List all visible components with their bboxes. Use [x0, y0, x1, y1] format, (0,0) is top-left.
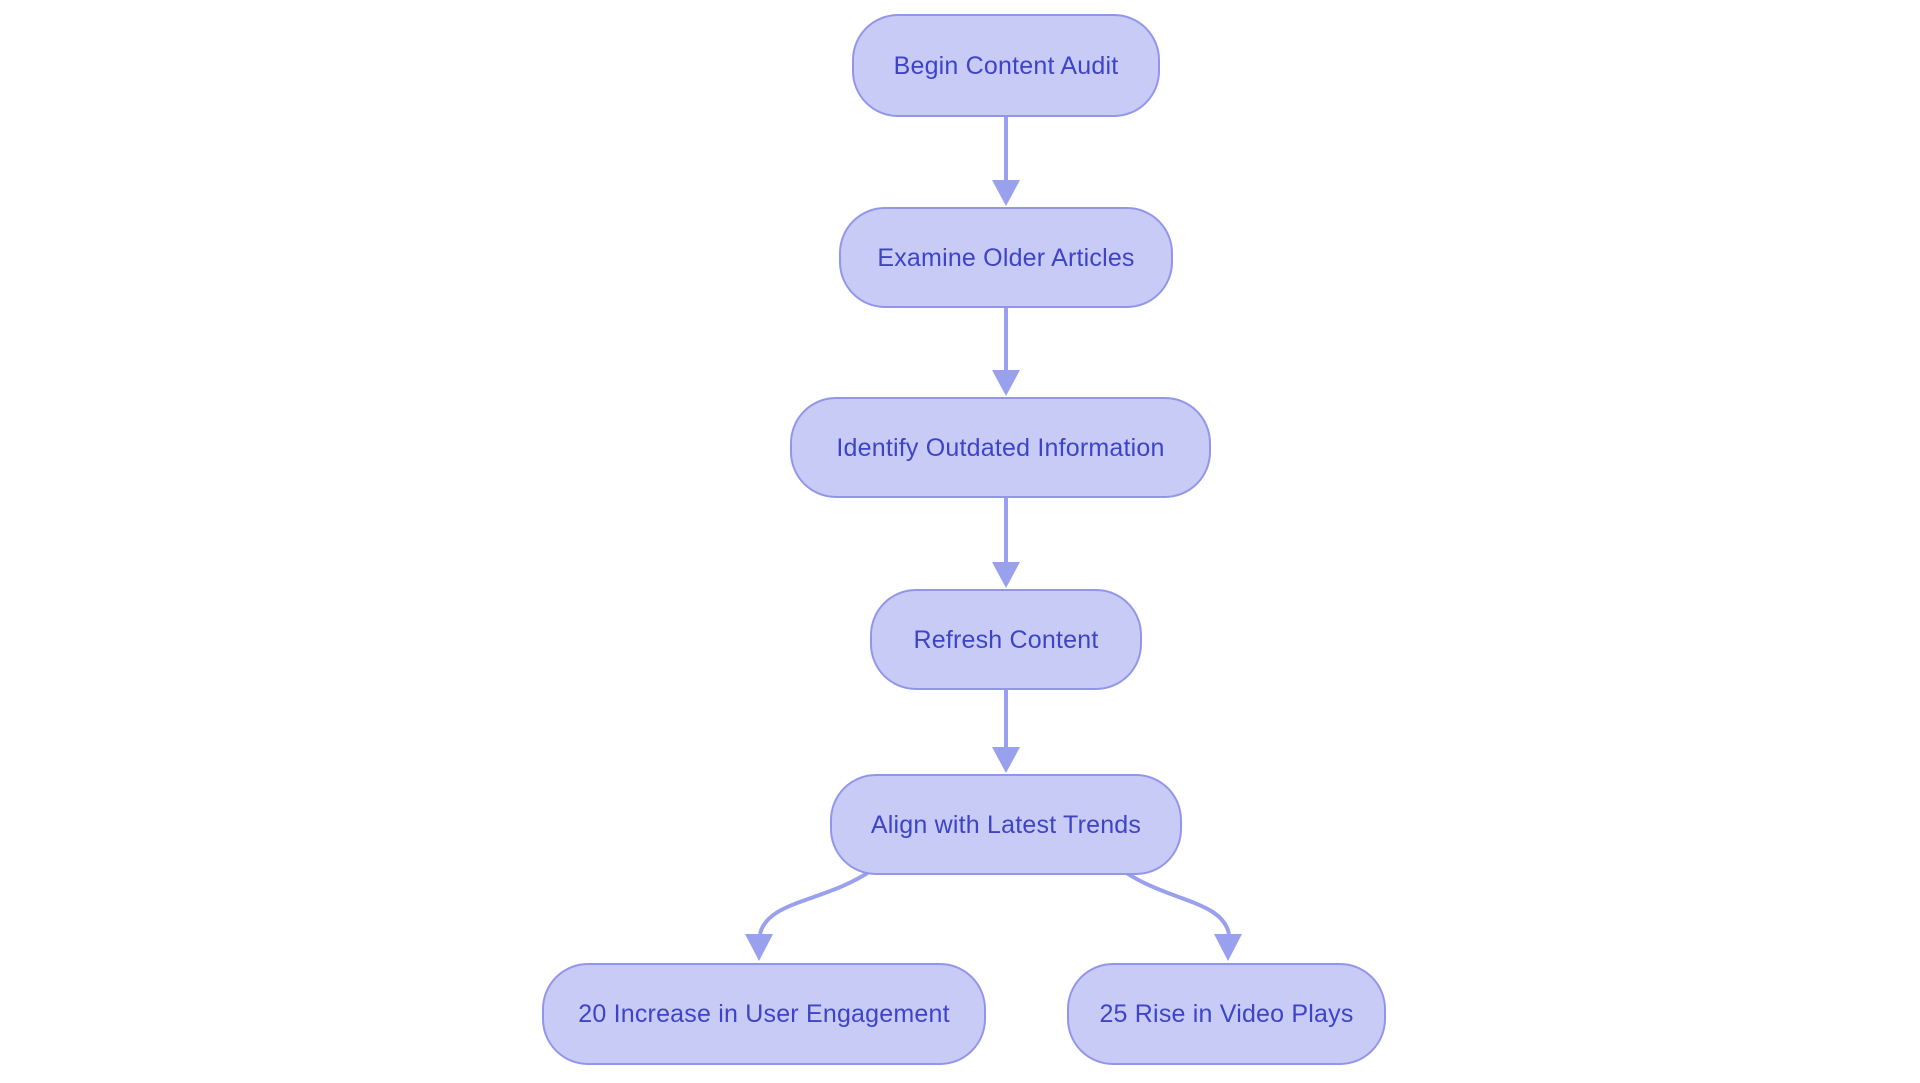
flow-node-align-latest-trends: Align with Latest Trends: [830, 774, 1182, 875]
flow-node-identify-outdated-info: Identify Outdated Information: [790, 397, 1211, 498]
flow-node-begin-content-audit: Begin Content Audit: [852, 14, 1160, 117]
edge-begin-to-examine: [992, 117, 1020, 206]
flow-node-label: Refresh Content: [913, 625, 1099, 654]
edge-examine-to-identify: [992, 308, 1020, 396]
flow-node-label: Begin Content Audit: [893, 51, 1119, 80]
flow-node-label: Examine Older Articles: [877, 243, 1135, 272]
flow-node-label: Align with Latest Trends: [870, 810, 1142, 839]
edge-identify-to-refresh: [992, 498, 1020, 588]
flow-node-label: 25 Rise in Video Plays: [1099, 1000, 1354, 1028]
flow-node-label: Identify Outdated Information: [836, 433, 1165, 462]
flow-node-refresh-content: Refresh Content: [870, 589, 1142, 690]
flow-node-label: 20 Increase in User Engagement: [578, 1000, 950, 1028]
edge-align-to-engagement: [745, 868, 874, 961]
flow-node-video-plays-result: 25 Rise in Video Plays: [1067, 963, 1386, 1065]
flow-node-examine-older-articles: Examine Older Articles: [839, 207, 1173, 308]
edge-refresh-to-align: [992, 690, 1020, 773]
edge-align-to-video: [1120, 868, 1242, 961]
flow-node-user-engagement-result: 20 Increase in User Engagement: [542, 963, 986, 1065]
